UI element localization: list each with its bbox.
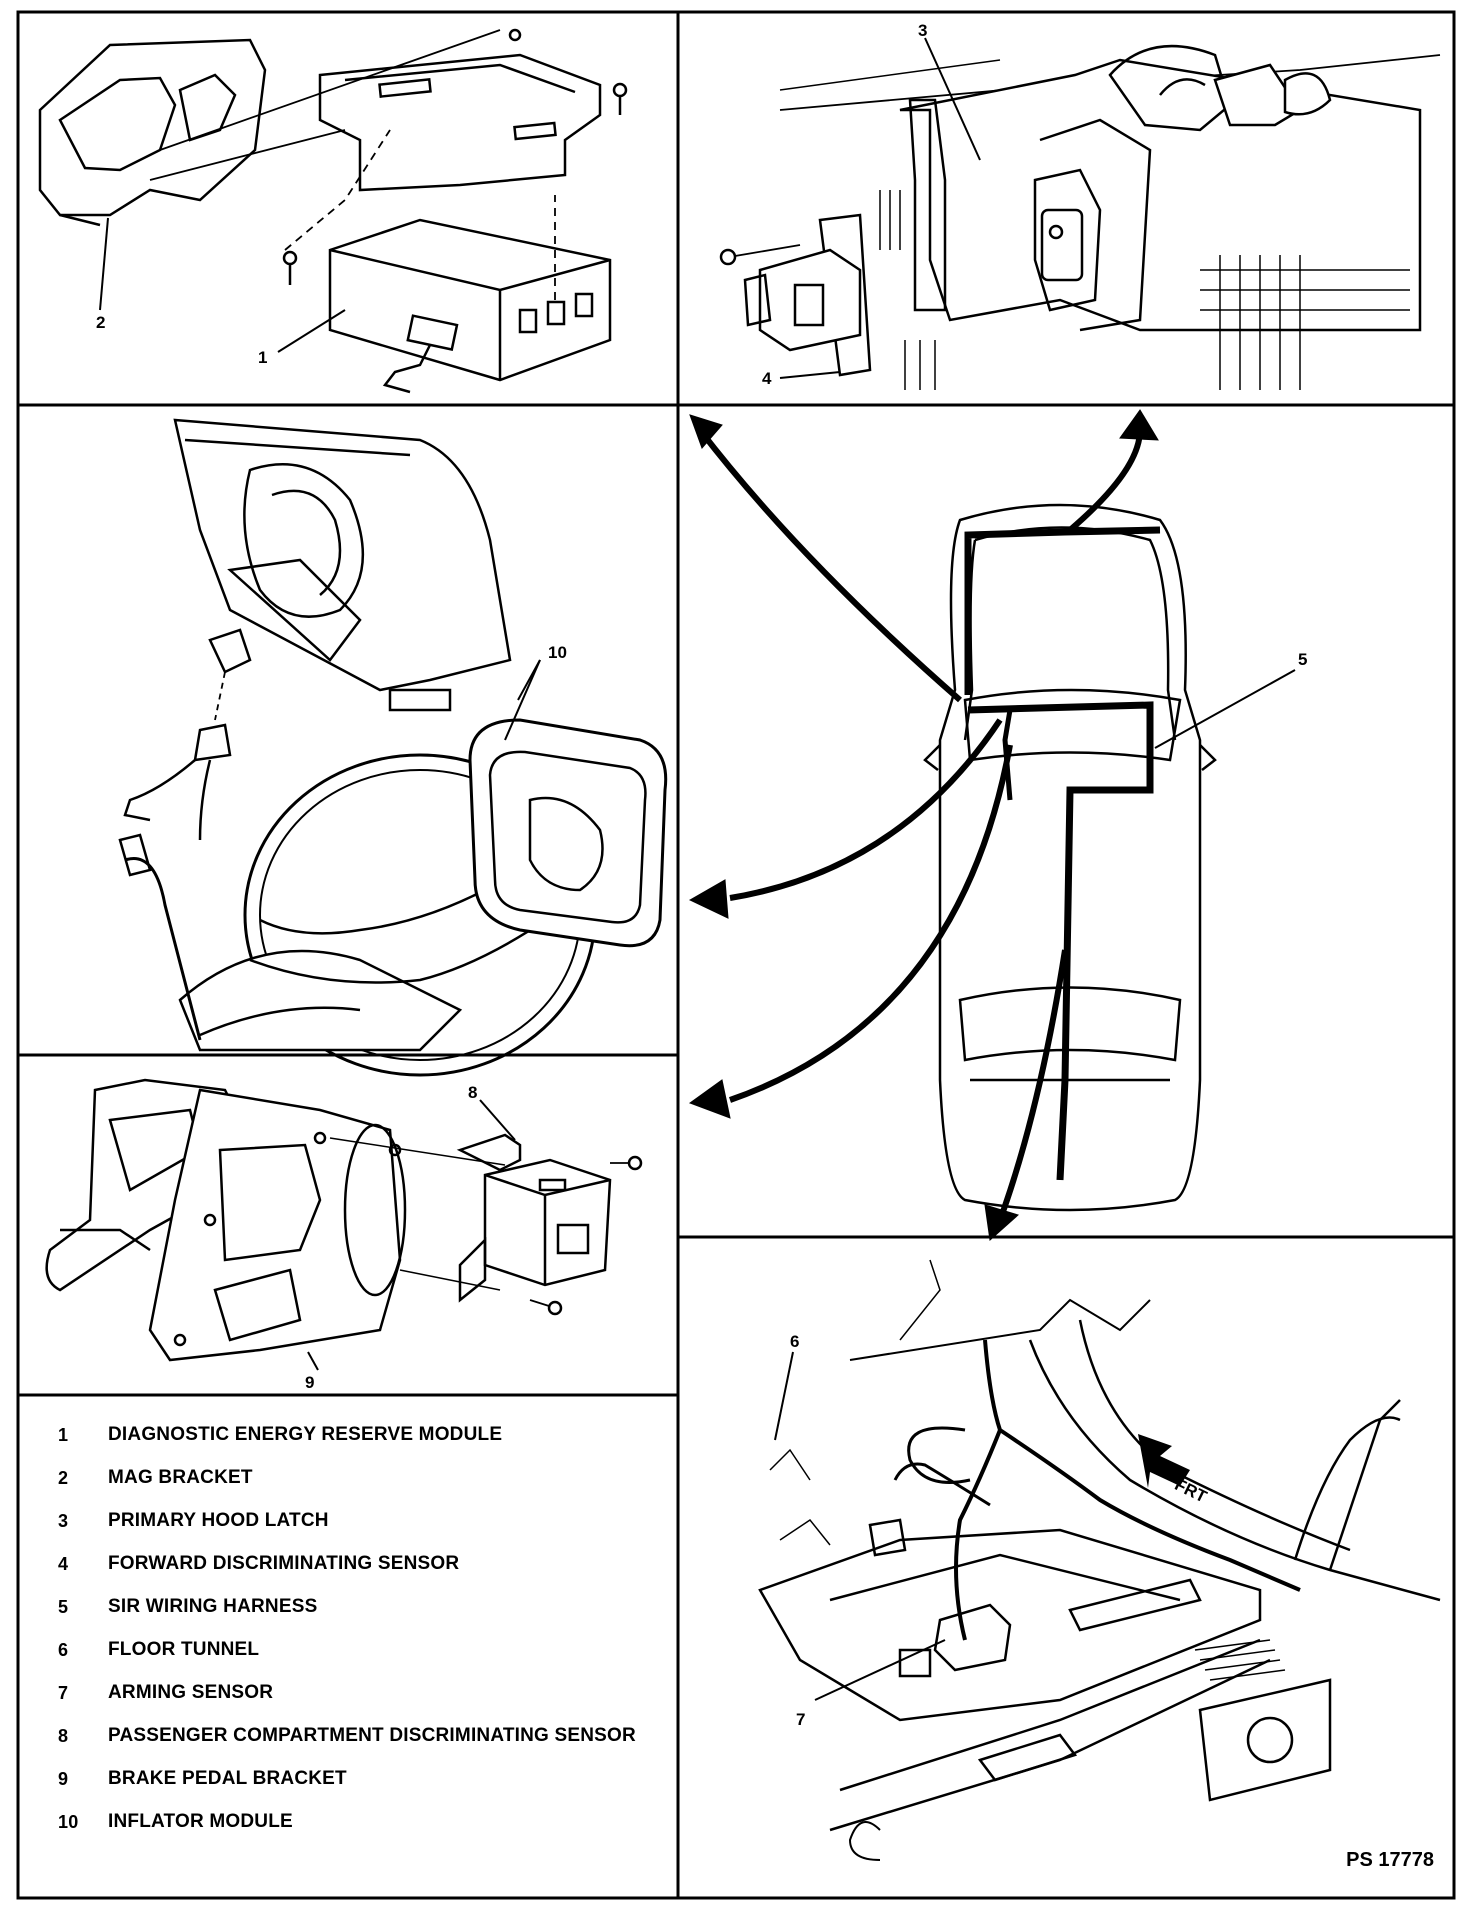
callout-3: 3 xyxy=(918,21,927,40)
legend-number: 1 xyxy=(58,1424,69,1445)
callout-2: 2 xyxy=(96,313,105,332)
legend-item: 3 PRIMARY HOOD LATCH xyxy=(40,1504,329,1538)
panel-vehicle-overview xyxy=(923,503,1217,1212)
legend-item: 1 DIAGNOSTIC ENERGY RESERVE MODULE xyxy=(40,1418,502,1452)
outer-border xyxy=(16,10,1456,1900)
panel-derm-module xyxy=(38,28,628,394)
legend-item: 4 FORWARD DISCRIMINATING SENSOR xyxy=(40,1547,459,1581)
figure-id: PS 17778 xyxy=(1346,1849,1434,1871)
panel-inflator-module xyxy=(118,418,668,1077)
legend-label: BRAKE PEDAL BRACKET xyxy=(108,1768,347,1789)
legend-number: 7 xyxy=(58,1682,69,1703)
pointer-arrows xyxy=(697,428,1143,1222)
legend-label: MAG BRACKET xyxy=(108,1467,253,1488)
legend-label: DIAGNOSTIC ENERGY RESERVE MODULE xyxy=(108,1424,503,1445)
legend-number: 3 xyxy=(58,1510,69,1531)
panel-dividers xyxy=(18,12,1454,1898)
legend-item: 8 PASSENGER COMPARTMENT DISCRIMINATING S… xyxy=(40,1719,636,1753)
callout-4: 4 xyxy=(762,369,772,388)
legend-label: FLOOR TUNNEL xyxy=(108,1639,260,1660)
callout-1: 1 xyxy=(258,348,267,367)
callout-8: 8 xyxy=(468,1083,477,1102)
legend-number: 10 xyxy=(58,1811,79,1832)
callout-5: 5 xyxy=(1298,650,1307,669)
legend-item: 5 SIR WIRING HARNESS xyxy=(40,1590,317,1624)
legend-number: 2 xyxy=(58,1467,69,1488)
legend-item: 6 FLOOR TUNNEL xyxy=(40,1633,259,1667)
harness-leader xyxy=(1154,669,1296,749)
legend-label: SIR WIRING HARNESS xyxy=(108,1596,318,1617)
panel-brake-bracket xyxy=(45,1078,643,1371)
legend-item: 7 ARMING SENSOR xyxy=(40,1676,273,1710)
legend-item: 2 MAG BRACKET xyxy=(40,1461,253,1495)
callout-6: 6 xyxy=(790,1332,799,1351)
legend-number: 6 xyxy=(58,1639,69,1660)
legend-number: 8 xyxy=(58,1725,69,1746)
legend-item: 9 BRAKE PEDAL BRACKET xyxy=(40,1762,347,1796)
legend-label: FORWARD DISCRIMINATING SENSOR xyxy=(108,1553,460,1574)
legend-label: INFLATOR MODULE xyxy=(108,1811,293,1832)
legend-number: 4 xyxy=(58,1553,69,1574)
legend-label: ARMING SENSOR xyxy=(108,1682,274,1703)
legend-number: 5 xyxy=(58,1596,69,1617)
panel-hood-latch xyxy=(719,37,1441,390)
panel-floor-tunnel xyxy=(758,1259,1441,1861)
legend-item: 10 INFLATOR MODULE xyxy=(40,1805,293,1839)
callout-10: 10 xyxy=(548,643,567,662)
front-arrow-icon xyxy=(1138,1434,1190,1488)
callout-9: 9 xyxy=(305,1373,314,1392)
legend-number: 9 xyxy=(58,1768,69,1789)
front-direction-label: FRT xyxy=(1172,1475,1211,1507)
legend-label: PRIMARY HOOD LATCH xyxy=(108,1510,329,1531)
legend-label: PASSENGER COMPARTMENT DISCRIMINATING SEN… xyxy=(108,1725,636,1746)
arrow-heads xyxy=(688,409,1159,1241)
callout-7: 7 xyxy=(796,1710,805,1729)
